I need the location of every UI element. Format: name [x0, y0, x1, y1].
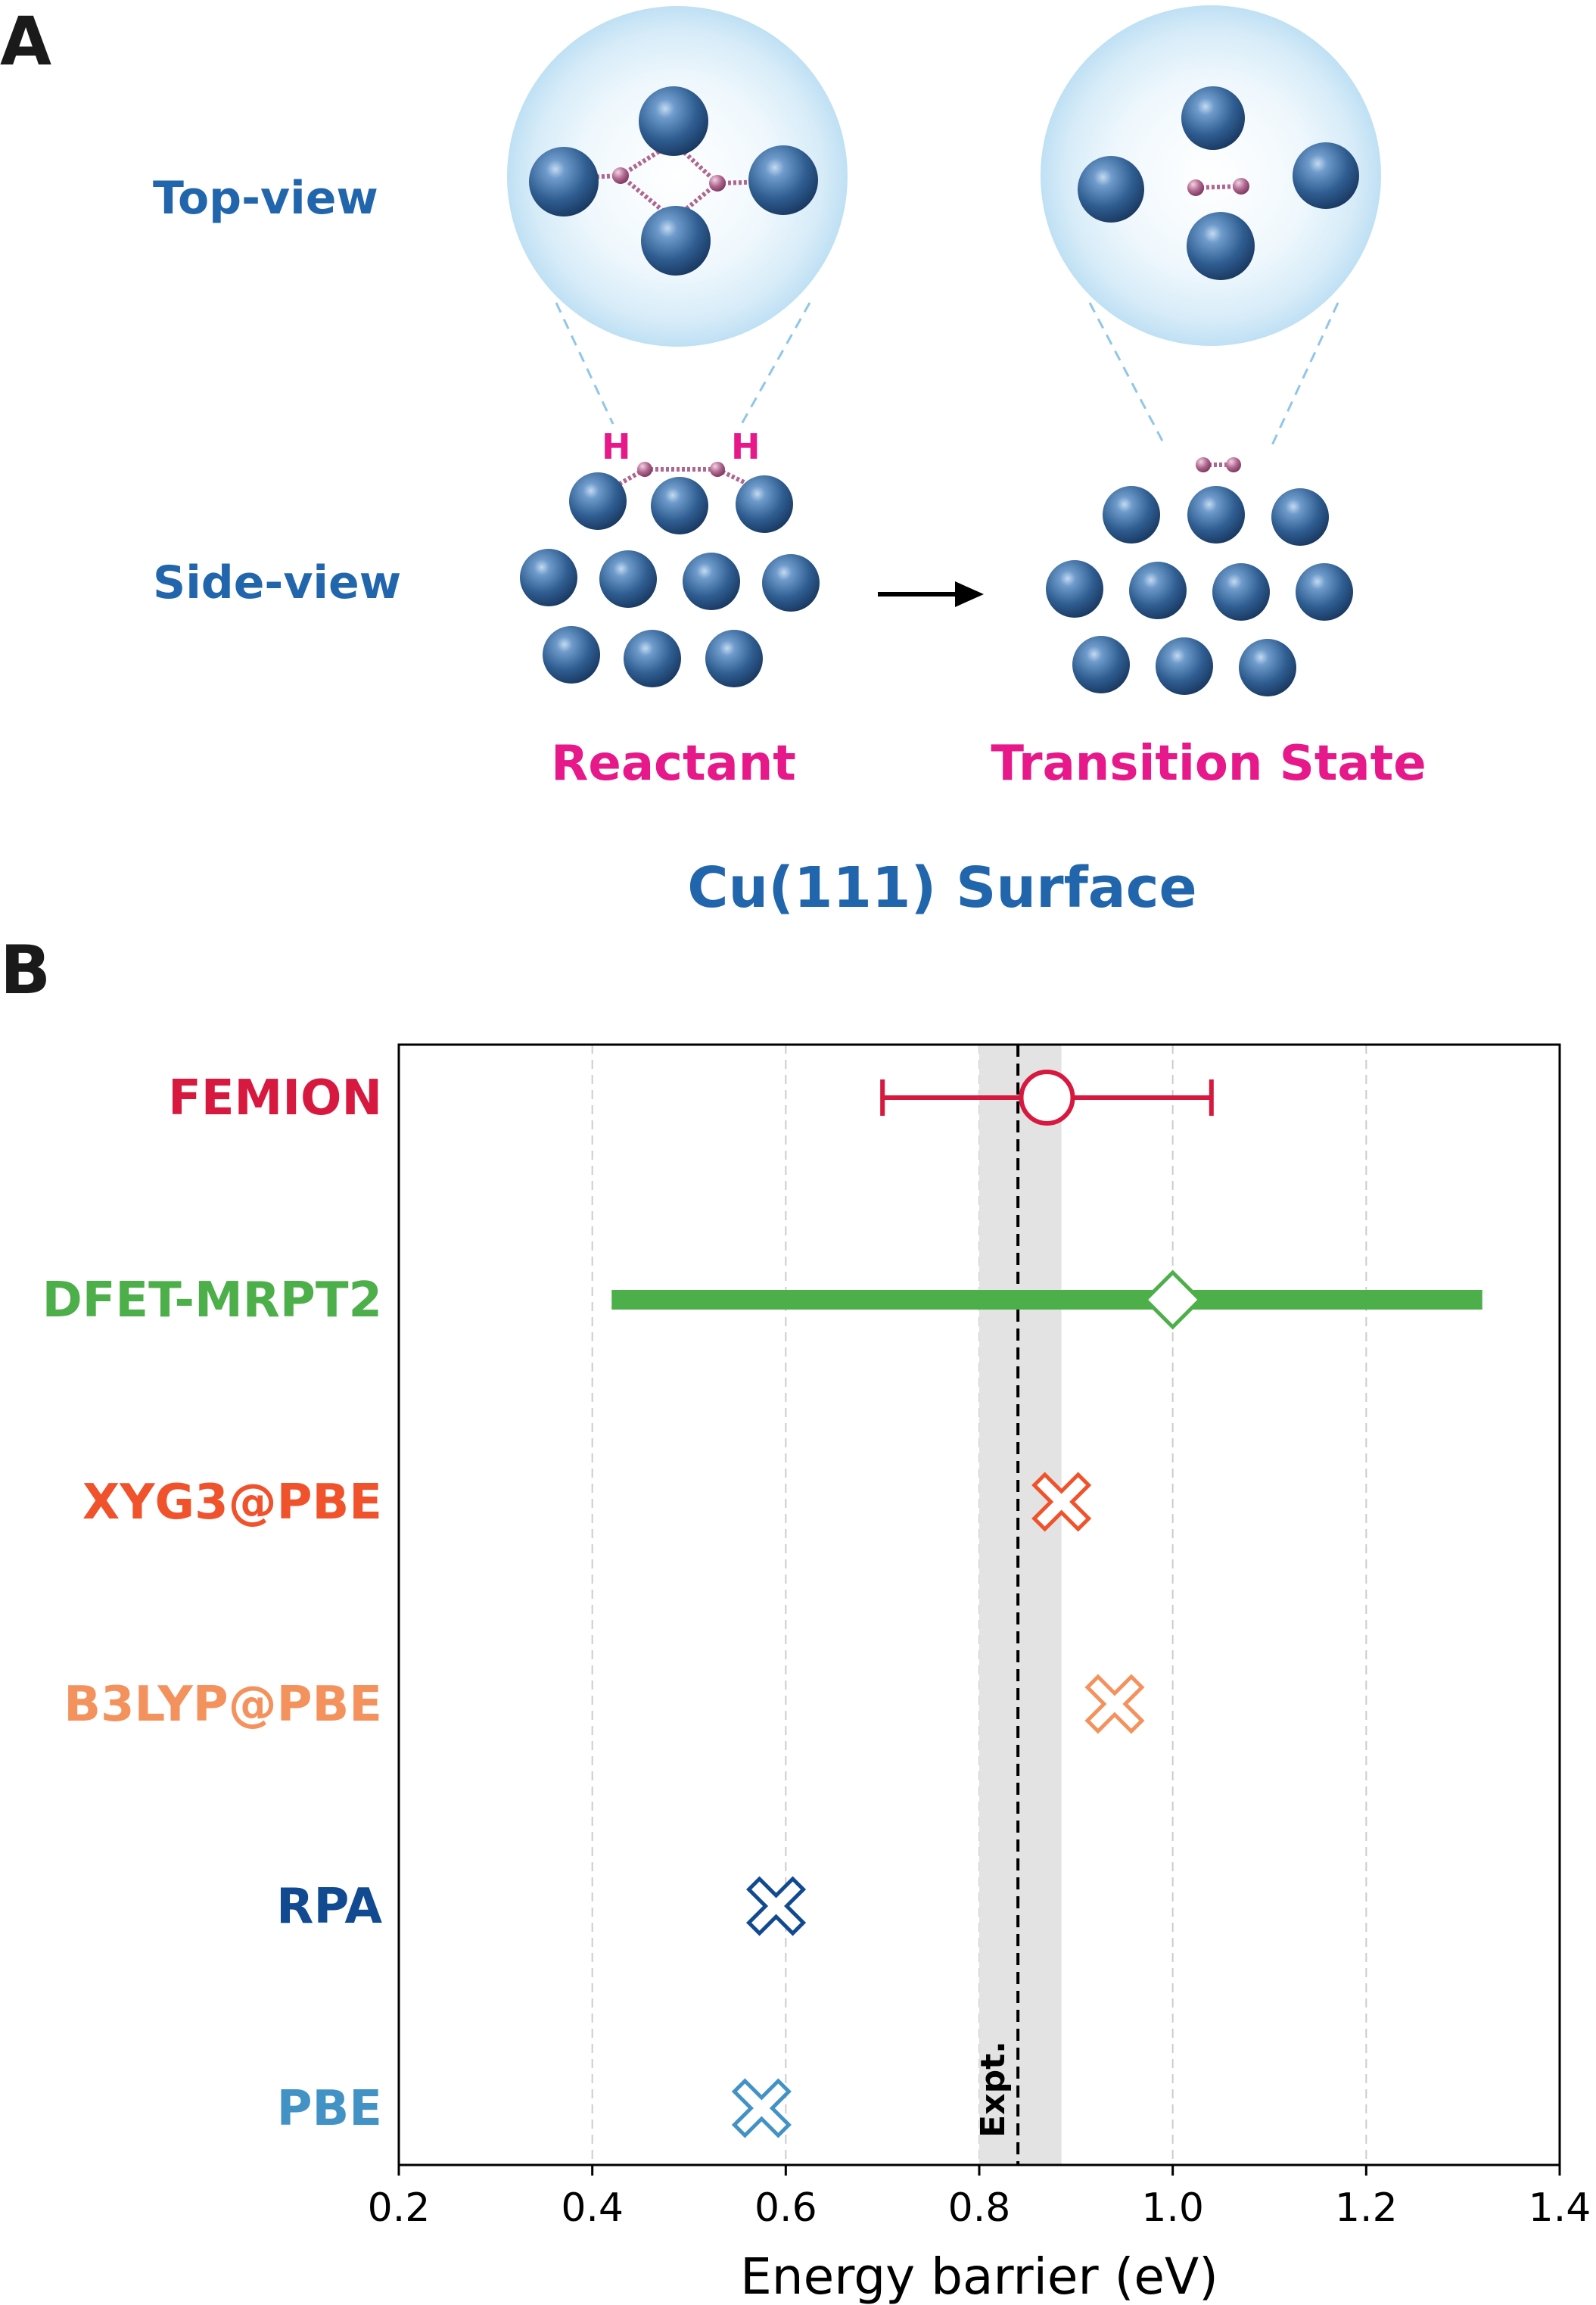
cu-atom: [641, 206, 711, 276]
data-point-x: [746, 1876, 807, 1936]
cu-atom: [1046, 560, 1103, 618]
cu-atom: [736, 475, 793, 533]
cu-atom: [1293, 142, 1359, 209]
reactant-label: Reactant: [551, 736, 796, 792]
method-label: B3LYP@PBE: [64, 1677, 382, 1733]
x-tick-label: 1.0: [1141, 2185, 1204, 2231]
panel-a-letter: A: [0, 2, 51, 80]
h-atom: [709, 175, 726, 192]
data-point-circle: [1019, 1070, 1075, 1126]
x-tick-label: 0.4: [561, 2185, 624, 2231]
x-axis-label: Energy barrier (eV): [740, 2247, 1218, 2305]
cu-atom: [1181, 86, 1245, 150]
h-atom-label: H: [731, 426, 761, 467]
h-atom: [612, 167, 629, 184]
method-label: FEMION: [168, 1070, 382, 1126]
data-point-x: [1084, 1674, 1145, 1734]
method-label: DFET-MRPT2: [42, 1272, 382, 1328]
cu-atom: [599, 550, 657, 608]
side-view-label: Side-view: [153, 556, 401, 609]
cu-atom: [624, 630, 681, 687]
h-atom: [637, 462, 652, 477]
cu-atom: [1296, 563, 1353, 621]
cu-atom: [543, 626, 600, 684]
cu-atom: [1129, 562, 1187, 619]
x-tick-label: 0.6: [754, 2185, 817, 2231]
cu-atom: [1156, 637, 1213, 695]
cu-atom: [1078, 156, 1144, 223]
data-point-x: [1031, 1472, 1092, 1532]
method-label: PBE: [277, 2081, 382, 2137]
panel-b-letter: B: [0, 931, 51, 1009]
transition-side-view: [1046, 457, 1353, 696]
cu-atom: [1187, 486, 1245, 544]
cu-atom: [1103, 486, 1160, 544]
h-atom-label: H: [602, 426, 631, 467]
cu-atom: [639, 86, 708, 156]
energy-barrier-chart: Expt. 0.2 0.4 0.6 0.8 1.0 1.2 1.4 FEMION DFET-M…: [42, 1043, 1591, 2305]
reactant-top-view-bubble: [507, 6, 848, 425]
method-label: XYG3@PBE: [82, 1475, 382, 1531]
method-label: RPA: [276, 1879, 382, 1935]
h-atom: [1196, 457, 1211, 472]
cu-atom: [748, 145, 818, 215]
h-atom: [1233, 178, 1249, 195]
cu-atom: [1212, 563, 1270, 621]
expt-uncertainty-band: [979, 1045, 1062, 2165]
h-atom: [710, 462, 725, 477]
data-point-x: [731, 2078, 792, 2138]
cu-atom: [1239, 639, 1296, 696]
x-tick-label: 1.2: [1335, 2185, 1398, 2231]
x-tick-label: 0.8: [948, 2185, 1011, 2231]
cu-atom: [1187, 212, 1255, 280]
reactant-side-view: H H: [520, 426, 820, 687]
cu-atom: [1072, 636, 1130, 693]
reaction-arrow: [878, 581, 984, 607]
transition-top-view-bubble: [1041, 5, 1381, 447]
transition-state-label: Transition State: [991, 736, 1426, 792]
cu-atom: [529, 147, 599, 216]
cu-atom: [651, 477, 708, 534]
surface-label: Cu(111) Surface: [687, 855, 1197, 920]
cu-atom: [705, 630, 763, 687]
x-tick-label: 0.2: [368, 2185, 431, 2231]
panel-b: B Expt. 0.2 0.4 0.6 0.8 1.0 1.2 1.4 FEMION DFET…: [0, 931, 1591, 2305]
cu-atom: [1271, 488, 1329, 546]
panel-a: A Top-view Side-view: [0, 2, 1426, 920]
h-atom: [1226, 457, 1241, 472]
cu-atom: [569, 472, 627, 530]
top-view-label: Top-view: [153, 172, 378, 225]
h-atom: [1187, 179, 1204, 196]
cu-atom: [520, 549, 577, 606]
x-tick-label: 1.4: [1529, 2185, 1591, 2231]
data-point-diamond: [1143, 1269, 1203, 1330]
cu-atom: [762, 554, 820, 612]
expt-reference-label: Expt.: [974, 2041, 1013, 2138]
cu-atom: [683, 553, 740, 610]
